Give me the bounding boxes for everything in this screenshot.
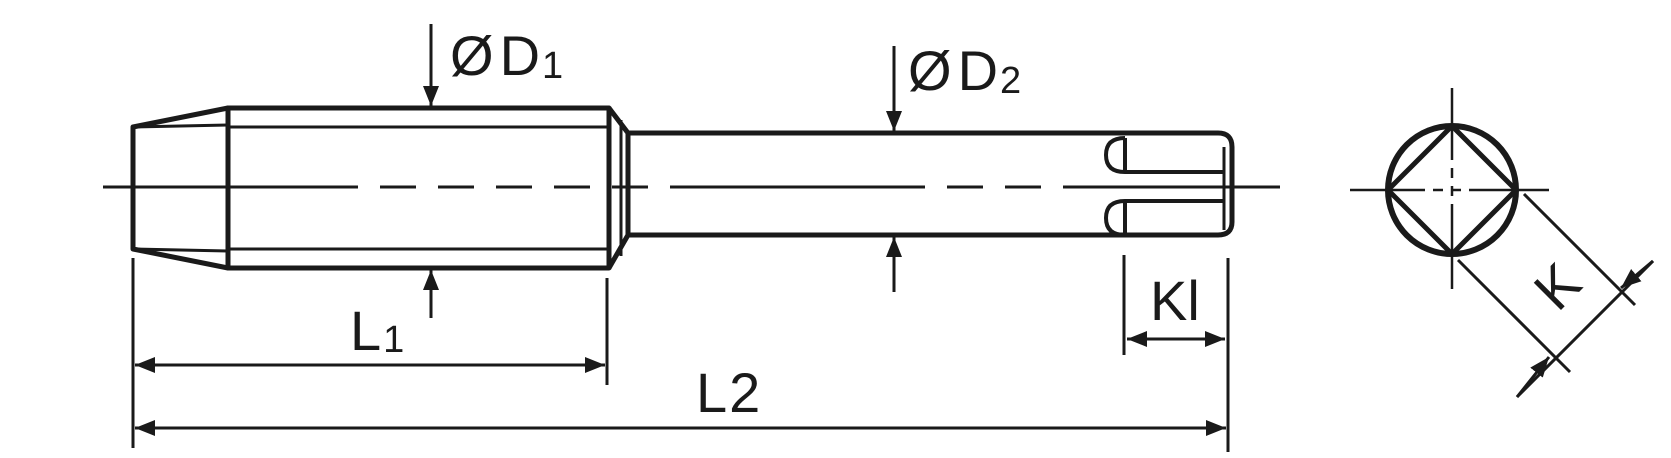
k-label: K [1522, 251, 1593, 322]
lead-taper-top [132, 123, 229, 129]
l2-label: L2 [696, 361, 760, 424]
end-view [1350, 88, 1655, 399]
square-slot-upper [1104, 136, 1224, 174]
k-extension-upper [1522, 192, 1637, 307]
length-dimensions [131, 258, 1230, 452]
square-outline [1384, 122, 1520, 258]
k-extension-lower [1456, 258, 1572, 374]
k-arrow-lower [1515, 356, 1551, 398]
thread-section [225, 105, 612, 271]
shank [628, 130, 1235, 238]
kl-label: Kl [1150, 269, 1200, 332]
k-arrow-upper [1620, 259, 1654, 290]
tap-body [130, 105, 1235, 271]
kl-dimension [1122, 255, 1225, 355]
l1-label: L1 [350, 299, 404, 362]
lead-taper-bottom [132, 247, 229, 253]
neck-transition [606, 106, 631, 270]
square-slot-lower [1104, 199, 1224, 237]
